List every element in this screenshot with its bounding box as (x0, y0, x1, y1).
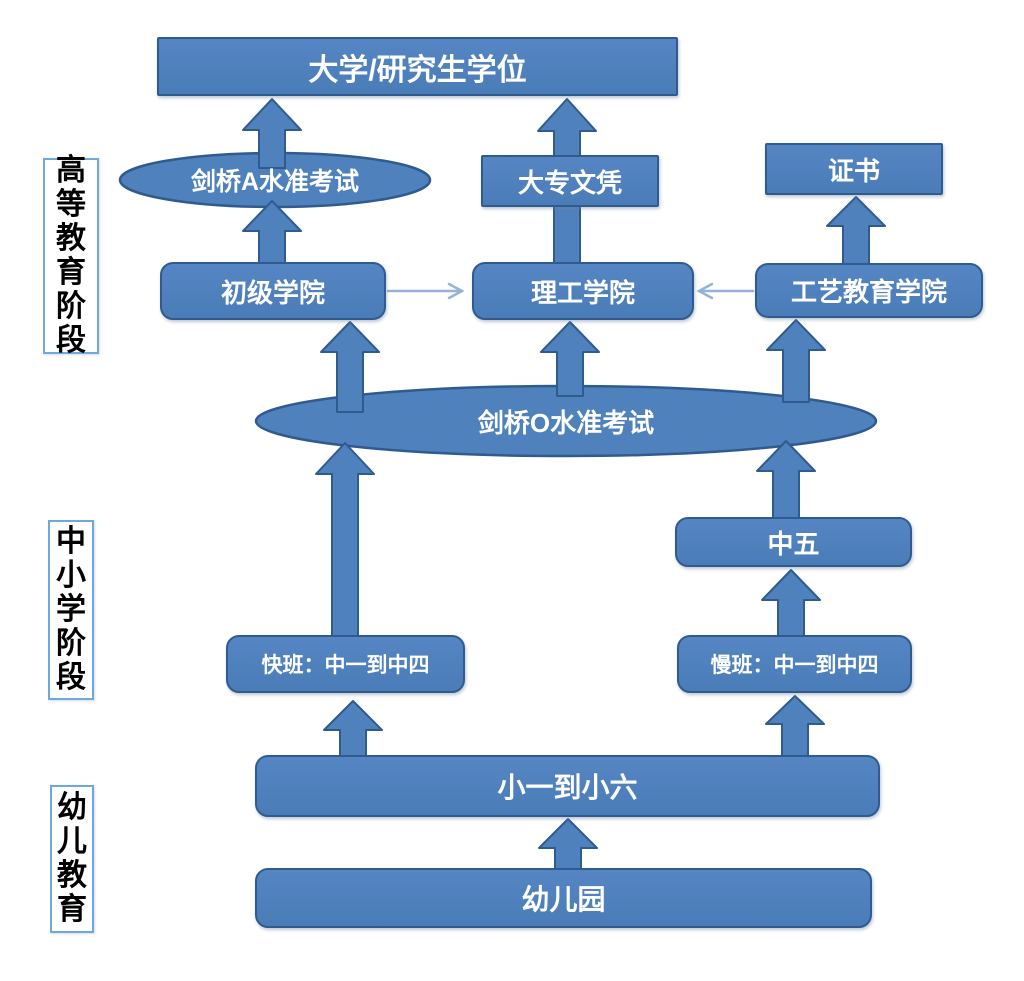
arrow-olevel-to-jc (320, 321, 380, 413)
stage-label-early-childhood: 幼儿教育 (50, 785, 94, 933)
node-certificate: 证书 (765, 143, 943, 195)
stage-label-higher-education-text: 高等教育阶段 (56, 154, 86, 357)
node-express-stream: 快班：中一到中四 (226, 635, 465, 693)
arrow-olevel-to-ite (766, 319, 826, 403)
arrow-alevel-to-university (242, 98, 302, 169)
arrow-express-to-olevel (315, 442, 375, 640)
node-polytechnic: 理工学院 (472, 262, 694, 320)
node-primary-school: 小一到小六 (255, 755, 880, 817)
node-normal-stream: 慢班：中一到中四 (677, 635, 912, 693)
arrow-kindergarten-to-primary (538, 818, 598, 873)
arrow-primary-to-normal (765, 695, 825, 760)
arrow-ite-to-certificate (826, 196, 886, 268)
arrow-sec5-to-olevel (756, 440, 816, 522)
node-ite: 工艺教育学院 (755, 263, 983, 318)
arrow-jc-to-alevel (242, 200, 302, 267)
stage-label-primary-secondary-text: 中小学阶段 (56, 525, 86, 694)
arrow-primary-to-express (323, 700, 383, 760)
node-kindergarten: 幼儿园 (255, 868, 872, 928)
stage-label-primary-secondary: 中小学阶段 (48, 520, 94, 700)
node-sec5: 中五 (675, 517, 912, 567)
arrow-olevel-to-polytechnic (540, 321, 600, 397)
stage-label-higher-education: 高等教育阶段 (43, 154, 99, 357)
stage-label-early-childhood-text: 幼儿教育 (57, 791, 87, 926)
node-university: 大学/研究生学位 (157, 37, 678, 96)
node-diploma: 大专文凭 (481, 155, 659, 207)
arrow-ite-to-polytechnic-head (696, 282, 714, 300)
node-junior-college: 初级学院 (160, 262, 386, 320)
arrow-jc-to-polytechnic-head (447, 282, 465, 300)
arrow-normal-to-sec5 (761, 569, 821, 640)
